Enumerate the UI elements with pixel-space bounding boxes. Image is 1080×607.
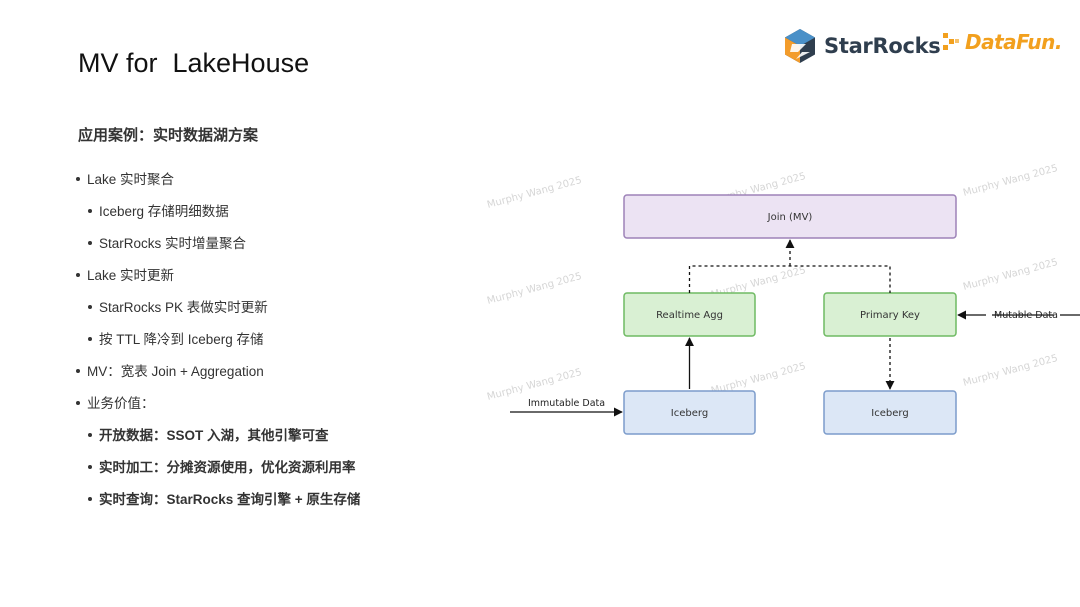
bullet-text: 业务价值： xyxy=(87,396,155,411)
bullet-text: Iceberg 存储明细数据 xyxy=(99,204,229,219)
starrocks-mark-icon xyxy=(785,29,815,63)
bullet-dot-icon xyxy=(88,209,92,214)
bullet-text: MV：宽表 Join + Aggregation xyxy=(87,364,264,379)
slide-title: MV for LakeHouse xyxy=(78,48,310,78)
datafun-logo: DataFun. xyxy=(943,30,1062,54)
watermark: Murphy Wang 2025 xyxy=(962,163,1059,199)
bullet-item: 开放数据：SSOT 入湖，其他引擎可查 xyxy=(88,424,329,444)
watermark: Murphy Wang 2025 xyxy=(486,271,583,307)
bullet-item: 实时查询：StarRocks 查询引擎 + 原生存储 xyxy=(88,488,360,508)
bullet-dot-icon xyxy=(76,369,80,374)
bullet-dot-icon xyxy=(88,465,92,470)
bullet-item: 业务价值： xyxy=(76,392,155,412)
mutable-data-label: Mutable Data xyxy=(994,310,1058,321)
node-join-mv: Join (MV) xyxy=(623,194,957,239)
immutable-data-label: Immutable Data xyxy=(528,398,605,409)
section-subtitle: 应用案例：实时数据湖方案 xyxy=(78,127,259,144)
bullet-dot-icon xyxy=(88,337,92,342)
node-realtime-agg-label: Realtime Agg xyxy=(656,310,723,321)
node-iceberg-left: Iceberg xyxy=(623,390,756,435)
bullet-item: Lake 实时聚合 xyxy=(76,168,174,188)
starrocks-logo-text: StarRocks xyxy=(824,34,941,58)
node-primary-key: Primary Key xyxy=(823,292,957,337)
bullet-text: StarRocks 实时增量聚合 xyxy=(99,236,247,251)
starrocks-logo: StarRocks xyxy=(782,28,941,64)
bullet-item: StarRocks PK 表做实时更新 xyxy=(88,296,268,316)
bullet-item: 实时加工：分摊资源使用，优化资源利用率 xyxy=(88,456,356,476)
bullet-dot-icon xyxy=(88,433,92,438)
node-iceberg-right: Iceberg xyxy=(823,390,957,435)
bullet-item: MV：宽表 Join + Aggregation xyxy=(76,360,264,380)
watermark: Murphy Wang 2025 xyxy=(486,175,583,211)
bullet-text: 按 TTL 降冷到 Iceberg 存储 xyxy=(99,332,264,347)
bullet-dot-icon xyxy=(76,401,80,406)
node-iceberg-right-label: Iceberg xyxy=(871,408,908,419)
bullet-dot-icon xyxy=(76,273,80,278)
bullet-item: 按 TTL 降冷到 Iceberg 存储 xyxy=(88,328,264,348)
bullet-text: Lake 实时更新 xyxy=(87,268,175,283)
bullet-text: 实时查询：StarRocks 查询引擎 + 原生存储 xyxy=(99,492,361,507)
node-primary-key-label: Primary Key xyxy=(860,310,920,321)
bullet-dot-icon xyxy=(88,241,92,246)
bullet-text: StarRocks PK 表做实时更新 xyxy=(99,300,268,315)
bullet-item: Lake 实时更新 xyxy=(76,264,174,284)
bullet-dot-icon xyxy=(88,305,92,310)
bullet-text: Lake 实时聚合 xyxy=(87,172,175,187)
node-iceberg-left-label: Iceberg xyxy=(671,408,708,419)
datafun-mark-icon xyxy=(943,33,959,50)
bullet-dot-icon xyxy=(88,497,92,502)
watermark: Murphy Wang 2025 xyxy=(962,353,1059,389)
bullet-text: 实时加工：分摊资源使用，优化资源利用率 xyxy=(99,460,356,475)
node-realtime-agg: Realtime Agg xyxy=(623,292,756,337)
datafun-logo-text: DataFun. xyxy=(965,30,1062,54)
watermark: Murphy Wang 2025 xyxy=(962,257,1059,293)
bullet-item: Iceberg 存储明细数据 xyxy=(88,200,229,220)
bullet-text: 开放数据：SSOT 入湖，其他引擎可查 xyxy=(99,428,329,443)
node-join-mv-label: Join (MV) xyxy=(767,212,813,223)
bullet-item: StarRocks 实时增量聚合 xyxy=(88,232,246,252)
bullet-dot-icon xyxy=(76,177,80,182)
